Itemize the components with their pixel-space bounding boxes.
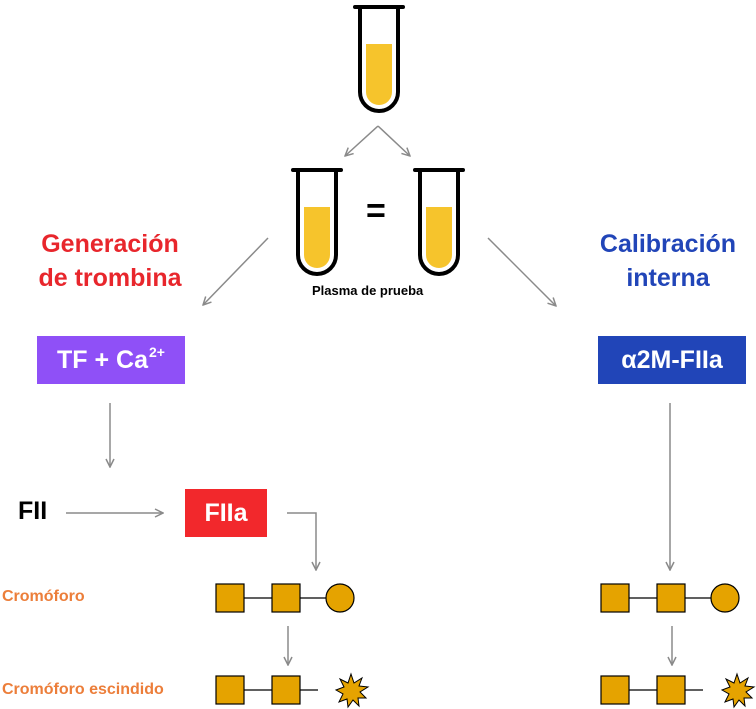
heading-thrombin-line1: Generación bbox=[41, 230, 179, 258]
arrow-fiia-to-chromophore bbox=[287, 512, 316, 570]
source-tube-icon bbox=[353, 5, 405, 113]
test-tube-left-icon bbox=[291, 168, 343, 276]
sample-label: Plasma de prueba bbox=[312, 283, 424, 298]
split-arrow-right bbox=[377, 125, 410, 156]
cleaved-chromophore-right bbox=[600, 672, 756, 709]
fii-label: FII bbox=[18, 497, 48, 525]
cleaved-chromophore-left bbox=[215, 672, 370, 709]
arrow-to-thrombin-generation bbox=[203, 237, 269, 305]
cleaved-chromophore-label: Cromóforo escindido bbox=[2, 681, 164, 698]
starburst-icon bbox=[720, 672, 756, 709]
heading-calibration-line2: interna bbox=[626, 264, 710, 292]
test-tube-right-icon bbox=[413, 168, 465, 276]
chromophore-label: Cromóforo bbox=[2, 588, 85, 605]
equals-sign: = bbox=[366, 192, 386, 230]
a2m-fiia-label: α2M-FIIa bbox=[621, 345, 723, 374]
tf-ca-label: TF + Ca bbox=[57, 345, 149, 374]
starburst-icon bbox=[334, 672, 370, 709]
tf-ca-superscript: 2+ bbox=[149, 344, 165, 360]
arrow-to-internal-calibration bbox=[487, 237, 556, 306]
fiia-box: FIIa bbox=[185, 489, 267, 537]
heading-thrombin-line2: de trombina bbox=[38, 264, 182, 292]
heading-calibration-line1: Calibración bbox=[599, 230, 737, 258]
heading-thrombin-generation: Generación de trombina bbox=[20, 227, 200, 295]
fiia-label: FIIa bbox=[204, 498, 248, 527]
chromophore-right bbox=[600, 583, 740, 613]
split-arrow-left bbox=[345, 125, 379, 156]
chromophore-left bbox=[215, 583, 355, 613]
heading-internal-calibration: Calibración interna bbox=[578, 227, 756, 295]
a2m-fiia-box: α2M-FIIa bbox=[598, 336, 746, 384]
